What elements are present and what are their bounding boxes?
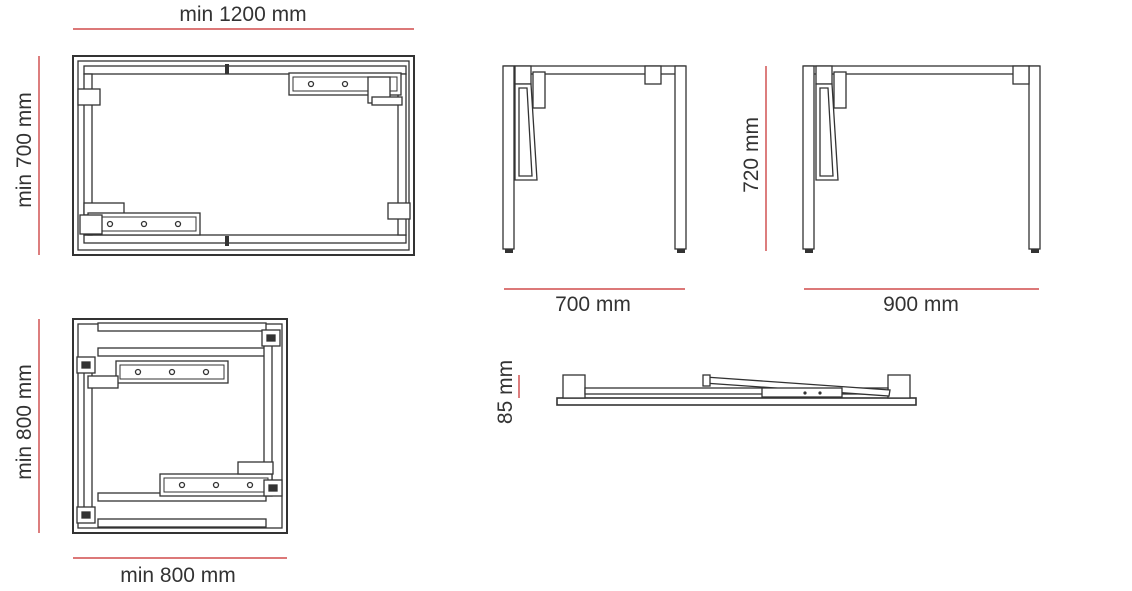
label-top-view-width: min 1200 mm	[179, 3, 306, 26]
folded-view-drawing	[556, 374, 917, 406]
label-top-view-depth: min 700 mm	[13, 92, 36, 208]
label-side-view-width: 900 mm	[883, 293, 959, 316]
side-view-drawing	[802, 65, 1041, 253]
label-square-view-width: min 800 mm	[120, 564, 236, 587]
dimension-lines	[38, 28, 1039, 559]
top-view-drawing	[72, 55, 415, 256]
label-folded-height: 85 mm	[494, 360, 517, 424]
front-view-drawing	[502, 65, 687, 253]
label-front-view-width: 700 mm	[555, 293, 631, 316]
label-square-view-depth: min 800 mm	[13, 364, 36, 480]
label-height: 720 mm	[740, 117, 763, 193]
square-view-drawing	[72, 318, 288, 534]
